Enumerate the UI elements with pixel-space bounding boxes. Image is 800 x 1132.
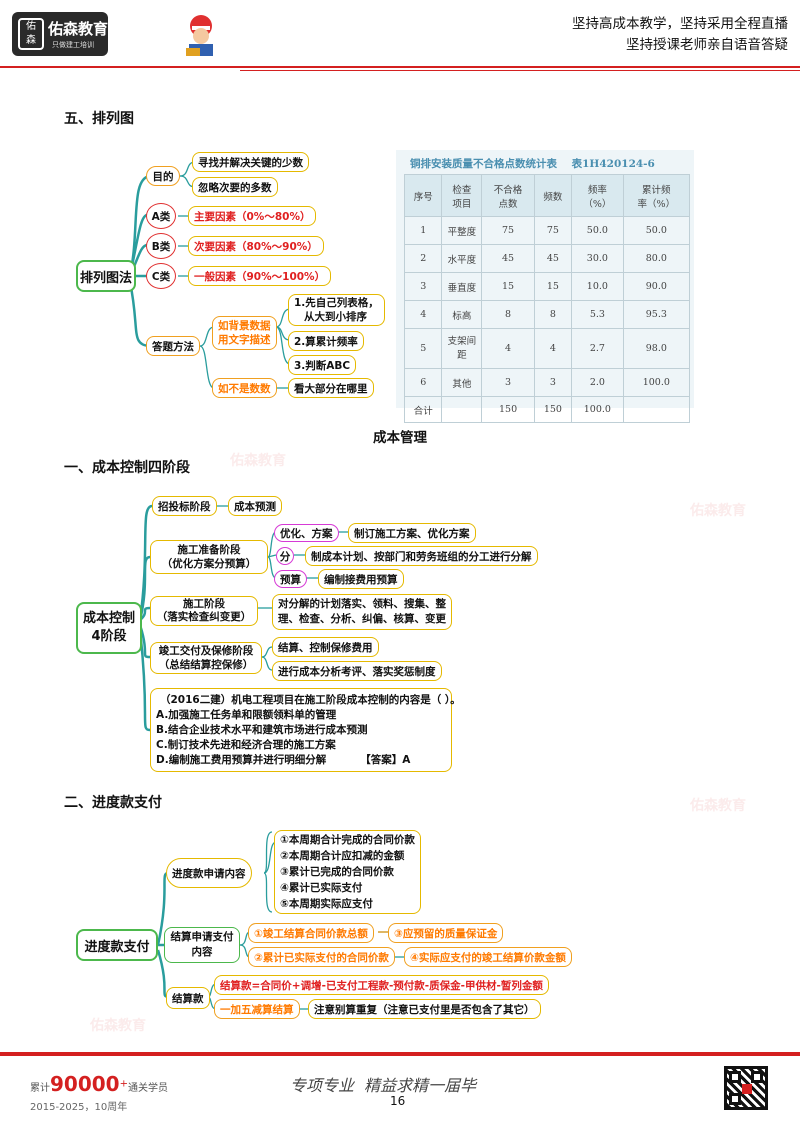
step-1: 1.先自己列表格， 从大到小排序 <box>288 294 385 326</box>
section-title-cost: 一、成本控制四阶段 <box>64 460 190 476</box>
table-header: 不合格点数 <box>481 174 535 217</box>
step-2: 2.算累计频率 <box>288 331 364 351</box>
header-rule <box>0 66 800 68</box>
not-data-result: 看大部分在哪里 <box>288 378 374 398</box>
payment-root: 进度款支付 <box>76 929 158 961</box>
table-header: 序号 <box>403 174 443 217</box>
rule-node: 一加五减算结算 <box>214 999 300 1019</box>
stage-completion: 竣工交付及保修阶段 （总结结算控保修） <box>150 642 262 674</box>
class-c-text: 一般因素（90%～100%） <box>188 266 332 286</box>
purpose-item: 忽略次要的多数 <box>192 177 278 197</box>
cost-root: 成本控制 4阶段 <box>76 602 142 654</box>
key-split: 分 <box>276 547 294 565</box>
completion-item: 进行成本分析考评、落实奖惩制度 <box>272 661 442 681</box>
class-a-text: 主要因素（0%～80%） <box>188 206 317 226</box>
stage-construction: 施工阶段 （落实检查纠变更） <box>150 596 258 626</box>
stage-bidding-item: 成本预测 <box>228 496 282 516</box>
key-optimize: 优化、方案 <box>274 524 339 542</box>
stage-bidding: 招投标阶段 <box>152 496 217 516</box>
construction-item: 对分解的计划落实、领料、搜集、整 理、检查、分析、纠偏、核算、变更 <box>272 594 452 630</box>
key-budget: 预算 <box>274 570 307 588</box>
table-header: 累计频率（%） <box>622 174 691 217</box>
apply-node: 进度款申请内容 <box>166 858 252 888</box>
section-title-pareto: 五、排列图 <box>64 111 134 127</box>
settle-formula: 结算款=合同价+调增-已支付工程款-预付款-质保金-甲供材-暂列金额 <box>214 975 549 995</box>
table-header: 频数 <box>533 174 573 217</box>
prep-item: 制成本计划、按部门和劳务班组的分工进行分解 <box>305 546 538 566</box>
stage-preparation: 施工准备阶段 （优化方案分预算） <box>150 540 268 574</box>
settle-node: 结算申请支付 内容 <box>164 927 240 963</box>
slogan-line2: 坚持授课老师亲自语音答疑 <box>626 37 788 53</box>
method-node: 答题方法 <box>146 336 200 356</box>
pareto-root: 排列图法 <box>76 260 136 292</box>
mascot-icon <box>180 12 222 58</box>
watermark-logo: 佑森教育 <box>230 453 286 469</box>
purpose-node: 目的 <box>146 166 180 186</box>
logo-subtext: 只做建工培训 <box>52 41 94 49</box>
step-3: 3.判断ABC <box>288 355 357 375</box>
footer-signature: 专项专业 精益求精一届毕 <box>290 1076 477 1095</box>
page-number: 16 <box>390 1094 406 1108</box>
watermark-logo: 佑森教育 <box>690 503 746 519</box>
watermark-logo: 佑森教育 <box>690 798 746 814</box>
logo-seal-icon: 佑森 <box>18 18 44 50</box>
class-c-node: C类 <box>146 263 176 289</box>
logo-text: 佑森教育 <box>48 20 109 38</box>
stat-number: 90000 <box>50 1072 120 1096</box>
footer-stats: 累计90000+通关学员 <box>30 1072 168 1096</box>
class-a-node: A类 <box>146 203 176 229</box>
footer-rule <box>0 1052 800 1056</box>
center-title: 成本管理 <box>373 430 427 446</box>
settle-item: ①竣工结算合同价款总额 <box>248 923 374 943</box>
class-b-text: 次要因素（80%～90%） <box>188 236 324 256</box>
purpose-item: 寻找并解决关键的少数 <box>192 152 309 172</box>
settle-item: ②累计已实际支付的合同价款 <box>248 947 395 967</box>
header-rule-thin <box>240 70 800 71</box>
rule-note: 注意别算重复（注意已支付里是否包含了其它） <box>308 999 541 1019</box>
watermark-logo: 佑森教育 <box>90 1018 146 1034</box>
prep-item: 制订施工方案、优化方案 <box>348 523 476 543</box>
completion-item: 结算、控制保修费用 <box>272 637 379 657</box>
section-title-payment: 二、进度款支付 <box>64 795 162 811</box>
apply-items: ①本周期合计完成的合同价款 ②本周期合计应扣减的金额 ③累计已完成的合同价款 ④… <box>274 830 421 914</box>
if-not-data-node: 如不是数数 <box>212 378 277 398</box>
logo: 佑森 佑森教育 只做建工培训 <box>12 12 108 56</box>
table-header: 检查项目 <box>441 174 483 217</box>
exam-question: （2016二建）机电工程项目在施工阶段成本控制的内容是（ ）。 A.加强施工任务… <box>150 688 461 772</box>
answer: 【答案】A <box>360 753 411 766</box>
if-data-node: 如背景数据 用文字描述 <box>212 316 277 350</box>
stats-table-panel: 铜排安装质量不合格点数统计表 表1H420124-6 序号 检查项目 不合格点数… <box>396 150 694 423</box>
table-caption: 铜排安装质量不合格点数统计表 表1H420124-6 <box>410 158 655 170</box>
slogan-line1: 坚持高成本教学，坚持采用全程直播 <box>572 16 788 32</box>
settle-item: ③应预留的质量保证金 <box>388 923 504 943</box>
table-header: 频率（%） <box>571 174 624 217</box>
class-b-node: B类 <box>146 233 176 259</box>
settle-money-node: 结算款 <box>166 987 210 1009</box>
footer-years: 2015-2025，10周年 <box>30 1102 128 1113</box>
qr-code-icon <box>724 1066 768 1110</box>
settle-item: ④实际应支付的竣工结算价款金额 <box>404 947 572 967</box>
prep-item: 编制接费用预算 <box>318 569 404 589</box>
